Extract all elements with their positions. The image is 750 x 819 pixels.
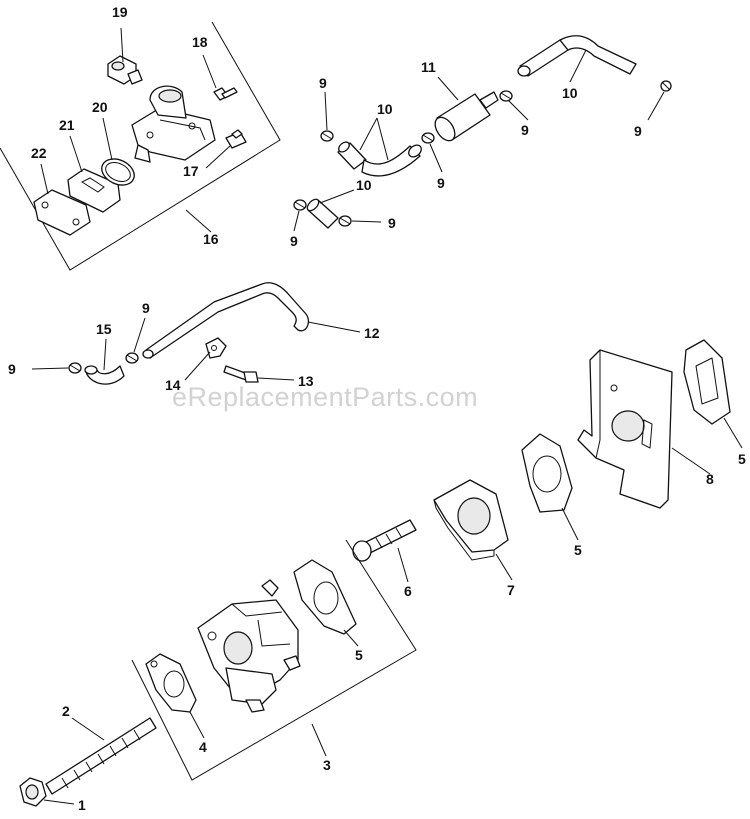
part-5-gasket-middle[interactable]	[521, 433, 573, 513]
part-7-carb-spacer[interactable]	[433, 479, 509, 561]
part-9-hose-clamp[interactable]	[125, 352, 139, 364]
part-10-fuel-hose-bent[interactable]	[361, 143, 424, 177]
callout-15: 15	[96, 321, 112, 337]
part-9-hose-clamp[interactable]	[421, 132, 435, 144]
callout-19: 19	[112, 4, 128, 20]
part-11-fuel-filter[interactable]	[431, 91, 499, 144]
part-13-clip-screw[interactable]	[223, 365, 259, 383]
part-1-nut[interactable]	[19, 777, 47, 807]
callout-9-b: 9	[521, 122, 529, 138]
callout-9-c: 9	[437, 175, 445, 191]
callout-21: 21	[59, 117, 75, 133]
part-10-fuel-hose-long[interactable]	[517, 35, 637, 77]
part-16-fuel-pump[interactable]	[131, 85, 216, 163]
callout-10-b: 10	[562, 85, 578, 101]
part-22-pump-gasket[interactable]	[33, 189, 91, 236]
part-5-gasket-top-right[interactable]	[683, 339, 731, 425]
callout-labels: 19 18 20 21 22 17 16 9 10 11 9 9 10 9 10…	[8, 4, 746, 813]
part-2-stud[interactable]	[45, 717, 157, 795]
callout-5-b: 5	[574, 542, 582, 558]
part-9-hose-clamp[interactable]	[293, 199, 307, 211]
callout-20: 20	[92, 99, 108, 115]
part-9-hose-clamp[interactable]	[499, 90, 513, 102]
part-8-air-cleaner-bracket[interactable]	[577, 349, 673, 509]
part-4-carb-gasket[interactable]	[145, 653, 197, 713]
callout-9-d: 9	[634, 123, 642, 139]
watermark-text: eReplacementParts.com	[172, 382, 478, 412]
part-15-elbow-hose[interactable]	[84, 365, 125, 385]
callout-16: 16	[203, 231, 219, 247]
part-6-carb-stud[interactable]	[352, 519, 417, 562]
callout-12: 12	[364, 325, 380, 341]
part-10-fuel-hose-lower[interactable]	[305, 197, 339, 229]
part-9-hose-clamp[interactable]	[660, 80, 672, 92]
carburetor-bracket	[131, 539, 417, 781]
part-12-fuel-pipe[interactable]	[142, 282, 310, 359]
callout-5-c: 5	[355, 647, 363, 663]
callout-10-c: 10	[356, 177, 372, 193]
part-9-hose-clamp[interactable]	[320, 130, 334, 142]
callout-6: 6	[404, 583, 412, 599]
part-5-carb-gasket-front[interactable]	[293, 559, 357, 635]
callout-13: 13	[298, 373, 314, 389]
callout-5-a: 5	[738, 451, 746, 467]
part-19-elbow-fitting[interactable]	[107, 55, 143, 85]
fuel-pipe-group	[68, 282, 310, 385]
carburetor-group	[131, 539, 417, 781]
callout-9-h: 9	[142, 300, 150, 316]
callout-18: 18	[192, 34, 208, 50]
part-9-hose-clamp[interactable]	[338, 215, 352, 227]
callout-9-a: 9	[319, 75, 327, 91]
callout-9-f: 9	[388, 215, 396, 231]
callout-22: 22	[31, 145, 47, 161]
callout-17: 17	[183, 163, 199, 179]
callout-14: 14	[165, 377, 181, 393]
part-3-carburetor[interactable]	[197, 579, 301, 713]
part-17-pump-screw[interactable]	[225, 129, 247, 149]
callout-3: 3	[323, 757, 331, 773]
callout-9-g: 9	[8, 361, 16, 377]
callout-2: 2	[62, 703, 70, 719]
callout-8: 8	[706, 471, 714, 487]
callout-1: 1	[78, 797, 86, 813]
callout-4: 4	[199, 739, 207, 755]
part-18-pump-screw[interactable]	[213, 87, 238, 101]
part-10-fuel-hose-short[interactable]	[337, 140, 367, 170]
callout-7: 7	[507, 582, 515, 598]
fuel-line-group	[293, 35, 672, 229]
callout-10-a: 10	[377, 101, 393, 117]
callout-9-e: 9	[290, 233, 298, 249]
fuel-pump-assembly-group	[0, 21, 281, 271]
part-9-hose-clamp[interactable]	[68, 362, 82, 374]
leader-lines	[31, 27, 743, 805]
callout-11: 11	[421, 59, 436, 75]
part-20-pump-o-ring[interactable]	[98, 154, 139, 190]
part-14-pipe-clip[interactable]	[205, 337, 227, 359]
